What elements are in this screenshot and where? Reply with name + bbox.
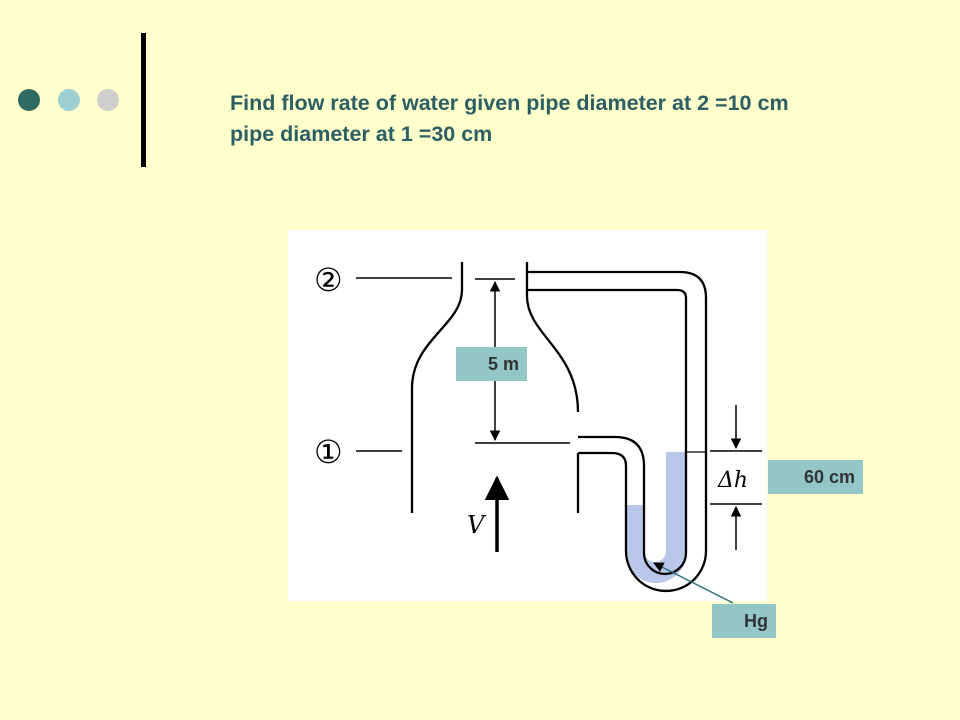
pipe-right-wall (525, 262, 580, 513)
title-divider (141, 33, 146, 167)
delta-h-label: Δh (717, 468, 748, 493)
bullet-dot-dark (18, 89, 40, 111)
fluid-callout: Hg (712, 604, 776, 638)
bullet-dot-gray (97, 89, 119, 111)
pipe-left-wall (410, 262, 464, 513)
velocity-label: V (467, 511, 487, 539)
title-line-1: Find flow rate of water given pipe diame… (230, 91, 789, 115)
point1-label: ① (314, 433, 343, 471)
mercury-fill (626, 452, 686, 583)
upper-tap-tube (527, 270, 708, 593)
point2-label: ② (314, 261, 343, 299)
lower-tap-tube (578, 435, 646, 505)
title-line-2: pipe diameter at 1 =30 cm (230, 122, 493, 146)
lower-tap-tube-inner (578, 451, 628, 505)
slide-title: Find flow rate of water given pipe diame… (230, 88, 950, 150)
height-callout: 5 m (456, 347, 527, 381)
upper-tap-tube-inner (527, 288, 688, 576)
delta-h-callout: 60 cm (768, 460, 863, 494)
hg-pointer (653, 562, 734, 604)
bullet-dot-light (58, 89, 80, 111)
